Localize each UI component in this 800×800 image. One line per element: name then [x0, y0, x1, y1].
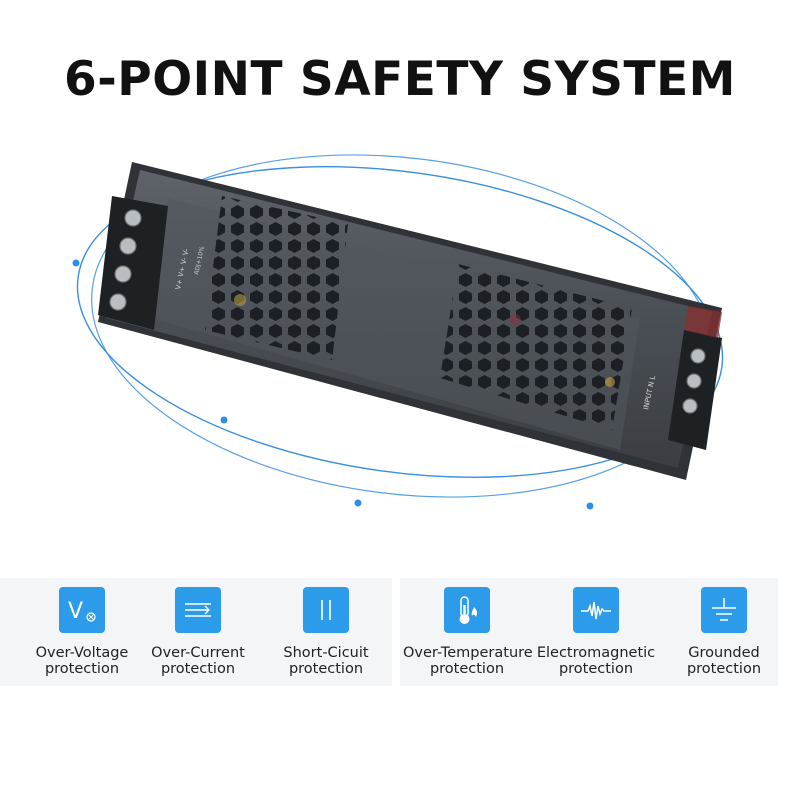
page-title: 6-POINT SAFETY SYSTEM: [64, 52, 736, 107]
feature-over-current: Over-Current protection: [134, 587, 262, 677]
feature-label: Over-Voltage protection: [35, 645, 129, 677]
feature-label: Short-Cicuit protection: [283, 645, 369, 677]
short-circuit-icon: [303, 587, 349, 633]
power-supply-illustration: V+ V+ V- V- ADJ+10% INPUT N L: [72, 154, 724, 510]
over-current-icon: [175, 587, 221, 633]
left-terminal-block: V+ V+ V- V- ADJ+10%: [98, 196, 206, 330]
grounded-icon: [701, 587, 747, 633]
feature-over-temperature: Over-Temperature protection: [403, 587, 533, 677]
feature-label: Grounded protection: [686, 645, 762, 677]
svg-text:V: V: [68, 599, 83, 624]
feature-label: Over-Temperature protection: [403, 645, 533, 677]
orbit-dots: [72, 259, 594, 510]
over-voltage-icon: V: [59, 587, 105, 633]
feature-short-circuit: Short-Cicuit protection: [262, 587, 390, 677]
feature-electromagnetic: Electromagnetic protection: [532, 587, 660, 677]
feature-over-voltage: V Over-Voltage protection: [18, 587, 146, 677]
electromagnetic-icon: [573, 587, 619, 633]
feature-grounded: Grounded protection: [660, 587, 788, 677]
feature-label: Electromagnetic protection: [536, 645, 656, 677]
over-temperature-icon: [444, 587, 490, 633]
power-supply-case: [98, 162, 722, 480]
feature-label: Over-Current protection: [151, 645, 245, 677]
